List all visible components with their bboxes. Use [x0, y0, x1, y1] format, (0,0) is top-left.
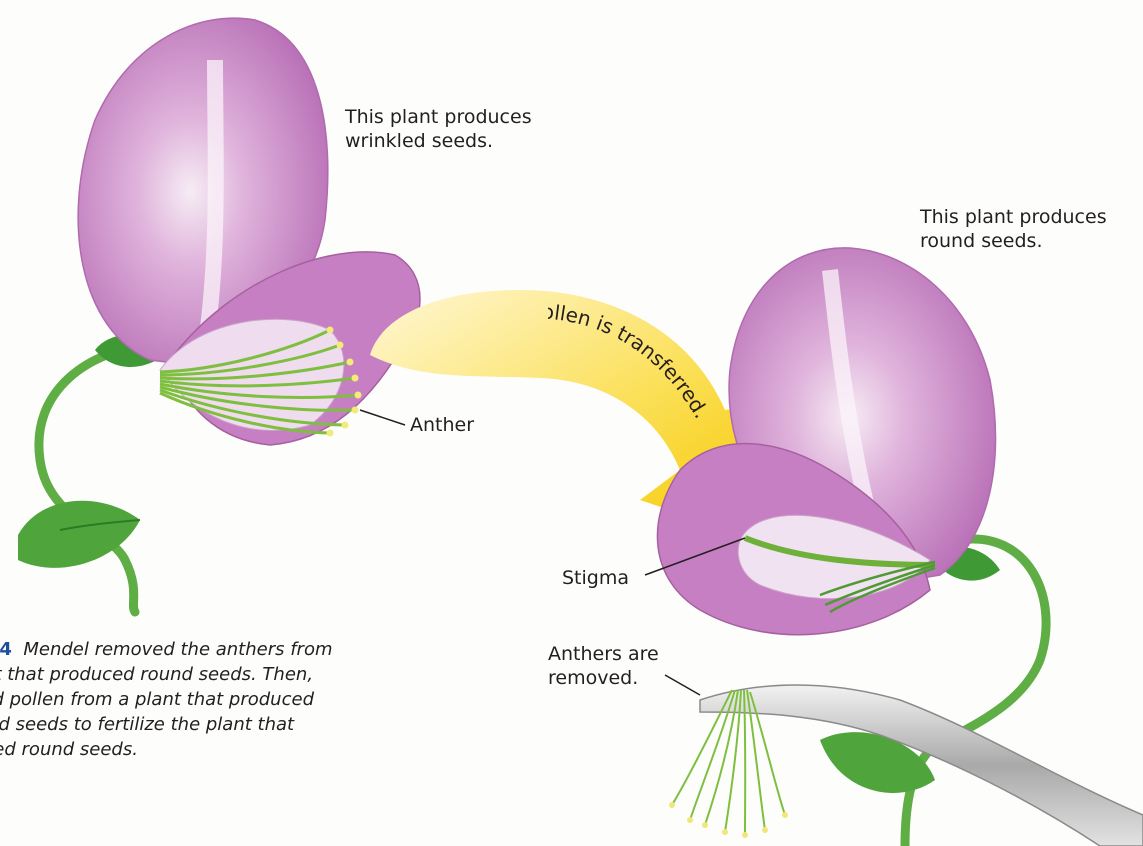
caption-line-2: ant that produced round seeds. Then, [0, 662, 452, 687]
stigma-label: Stigma [562, 566, 629, 590]
wrinkled-plant-label-line-2: wrinkled seeds. [345, 129, 532, 153]
anthers-removed-label-line-2: removed. [548, 666, 659, 690]
wrinkled-plant-label-line-1: This plant produces [345, 105, 532, 129]
caption-line-3: sed pollen from a plant that produced [0, 687, 452, 712]
anthers-removed-leader-line [665, 675, 700, 695]
anthers-removed-label-line-1: Anthers are [548, 642, 659, 666]
caption-line-5: uced round seeds. [0, 737, 452, 762]
pollen-transfer-label: Pollen is transferred. [548, 300, 714, 422]
caption-line-4: kled seeds to fertilize the plant that [0, 712, 452, 737]
round-plant-label: This plant produces round seeds. [920, 205, 1107, 253]
svg-text:Pollen is transferred.: Pollen is transferred. [548, 300, 714, 422]
left-stem [39, 345, 150, 612]
round-plant-label-line-1: This plant produces [920, 205, 1107, 229]
wrinkled-plant-label: This plant produces wrinkled seeds. [345, 105, 532, 153]
figure-caption: re 4 Mendel removed the anthers from ant… [0, 637, 452, 762]
round-plant-label-line-2: round seeds. [920, 229, 1107, 253]
caption-text-1: Mendel removed the anthers from [23, 639, 332, 660]
anther-leader-line [360, 410, 405, 425]
anther-label: Anther [410, 413, 474, 437]
figure-number: re 4 [0, 639, 12, 660]
anthers-removed-label: Anthers are removed. [548, 642, 659, 690]
pollen-transfer-label-layer: Pollen is transferred. [548, 300, 758, 470]
caption-line-1: re 4 Mendel removed the anthers from [0, 637, 452, 662]
